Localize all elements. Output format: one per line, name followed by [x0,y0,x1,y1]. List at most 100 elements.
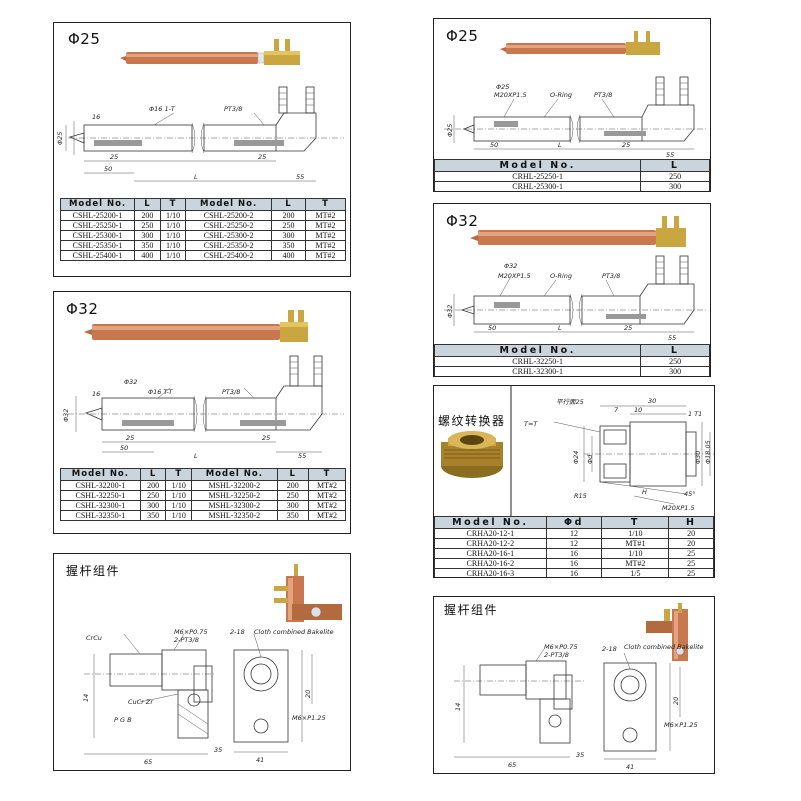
technical-drawing [84,633,313,755]
table-cell: 1/10 [159,240,187,251]
table-cell: MT#2 [307,480,347,491]
table-cell: 12 [545,538,603,549]
dim-label: Cloth combined Bakelite [254,628,334,636]
table-cell: 300 [139,500,167,511]
product-drawing: M6×P0.75 2-PT3/8 2-18 Cloth combined Bak… [454,603,704,771]
table-cell: CSHL-25250-1 [59,220,136,231]
table-header-row: Model No. Φd T H [434,516,714,529]
table-cell: 200 [139,480,167,491]
table-cell: 250 [276,490,309,501]
header-cell: T [601,516,670,529]
table-cell: CRHL-32250-1 [434,356,642,367]
table-cell: 1/10 [165,490,193,501]
dim-label: M6×P1.25 [292,714,326,722]
dim-label: 55 [298,452,306,460]
assembly-photo [274,564,342,622]
table-cell: CSHL-25400-2 [185,250,272,261]
table-cell: 200 [270,210,307,221]
table-cell: 1/10 [165,500,193,511]
panel-title: Φ25 [446,27,479,45]
table-cell: CRHL-25250-1 [434,171,642,182]
header-cell: Φd [545,516,603,529]
table-cell: 300 [270,230,307,241]
panel-holder-assembly-left: 握杆组件 [53,553,351,771]
table-cell: CSHL-25200-2 [185,210,272,221]
dim-label: 平行面25 [556,398,584,406]
dim-label: Φ24 [572,451,580,464]
table-cell: 1/10 [159,220,187,231]
header-cell: L [270,198,307,211]
table-cell: MSHL-32300-2 [191,500,278,511]
table-cell: CRHA20-16-3 [434,568,547,577]
table-cell: MT#2 [305,230,346,241]
dim-label: Cloth combined Bakelite [624,643,704,651]
dim-label: 7 [614,406,619,414]
dim-label: Φ18.05 [704,440,712,464]
panel-straight-holder-25: Φ25 [53,22,351,277]
table-cell: 400 [270,250,307,261]
dim-label: 50 [488,324,496,332]
header-cell: Model No. [434,516,547,529]
dim-label: M6×P0.75 [544,643,578,651]
header-cell: Model No. [60,468,141,481]
table-cell: CRHL-25300-1 [434,181,642,191]
dim-label: H [642,488,647,496]
dim-label: 2-PT3/8 [174,636,199,644]
table-cell: MT#2 [305,240,346,251]
table-cell: MSHL-32200-2 [191,480,278,491]
table-cell: MT#2 [601,558,670,569]
dim-label: L [558,141,562,149]
table-cell: MT#2 [307,500,347,511]
dim-label: Φ16 T-T [148,388,173,396]
table-cell: MT#2 [305,210,346,221]
table-cell: CRHA20-16-2 [434,558,547,569]
header-cell: Model No. [191,468,278,481]
table-cell: 25 [668,568,714,577]
header-cell: T [165,468,193,481]
dim-label: R15 [574,492,587,500]
dim-label: 25 [624,324,632,332]
header-cell: L [276,468,309,481]
table-cell: 300 [276,500,309,511]
table-cell: 250 [134,220,161,231]
header-cell: L [134,198,161,211]
dim-label: 25 [622,141,630,149]
table-cell: 300 [134,230,161,241]
header-cell: H [668,516,714,529]
table-header-row: Model No. L [434,159,710,172]
dim-label: 10 [634,406,642,414]
dim-label: Φ25 [446,124,454,137]
table-cell: 350 [276,510,309,521]
table-cell: 1/10 [159,230,187,241]
table-cell: 1/5 [601,568,670,577]
table-header-row: Model No. L T Model No. L T [60,468,347,481]
model-table: Model No. L T Model No. L T CSHL-25200-1… [59,198,346,261]
table-header-row: Model No. L T Model No. L T [59,198,346,211]
product-drawing: 平行面25 30 7 10 T=T Φ24 Φd Φ30 Φ18.05 M20X… [441,386,714,516]
table-cell: 300 [640,366,710,376]
panel-title: 握杆组件 [444,603,499,617]
dim-label: T=T [524,420,538,428]
technical-drawing [444,76,706,150]
dim-label: 16 [92,113,100,121]
dim-label: Φ16 1-T [149,105,176,113]
table-cell: 1/10 [159,250,187,261]
panel-title: Φ32 [446,212,479,230]
header-cell: L [139,468,167,481]
dim-label: 35 [214,746,222,754]
product-drawing: Φ32 M20XP1.5 O-Ring PT3/8 Φ32 50 L 55 25 [444,216,706,342]
panel-thread-adapter: 螺纹转换器 [433,385,715,578]
dim-label: 41 [626,763,634,771]
dim-label: 41 [256,756,264,764]
